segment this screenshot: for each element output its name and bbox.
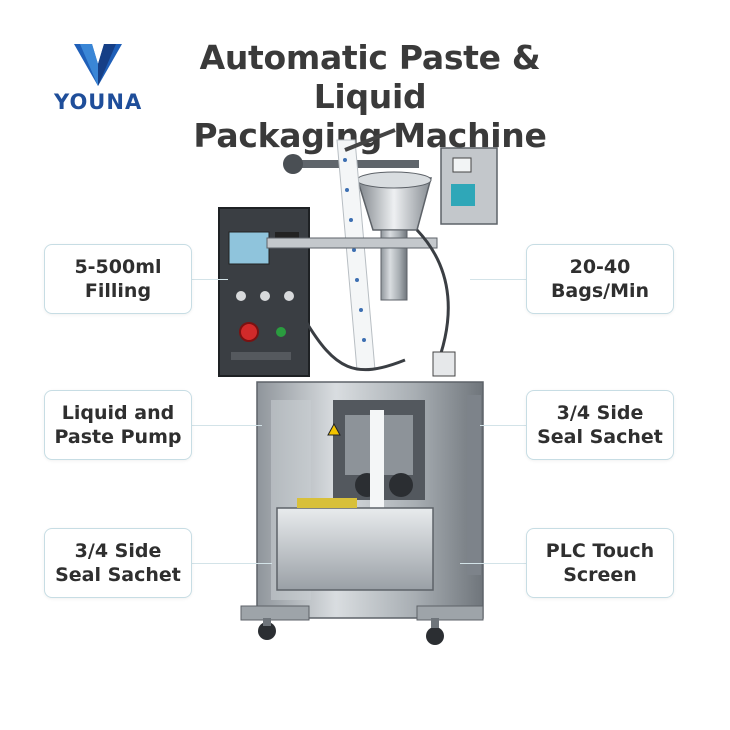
feature-callout-filling: 5-500ml Filling — [44, 244, 192, 314]
feature-callout-pump: Liquid and Paste Pump — [44, 390, 192, 460]
callout-line-2: Seal Sachet — [55, 564, 181, 586]
callout-line-2: Bags/Min — [550, 280, 650, 302]
brand-logo: YOUNA — [50, 42, 150, 122]
leader-line — [460, 563, 526, 564]
callout-line-1: 20-40 — [569, 256, 631, 278]
callout-line-2: Filling — [84, 280, 152, 302]
leader-line — [190, 425, 262, 426]
callout-line-2: Seal Sachet — [537, 426, 663, 448]
youna-logo-icon — [74, 44, 122, 86]
leader-line — [190, 279, 228, 280]
callout-line-1: 3/4 Side — [74, 540, 162, 562]
callout-line-2: Screen — [563, 564, 637, 586]
feature-callout-sachet-left: 3/4 Side Seal Sachet — [44, 528, 192, 598]
feature-callout-sachet-right: 3/4 Side Seal Sachet — [526, 390, 674, 460]
callout-line-1: 5-500ml — [74, 256, 162, 278]
callout-line-1: PLC Touch — [545, 540, 655, 562]
brand-name: YOUNA — [54, 90, 143, 114]
leader-line — [190, 563, 272, 564]
packaging-machine-image — [218, 128, 498, 645]
feature-callout-speed: 20-40 Bags/Min — [526, 244, 674, 314]
title-line-1: Automatic Paste & Liquid — [199, 38, 541, 116]
feature-callout-plc: PLC Touch Screen — [526, 528, 674, 598]
callout-line-2: Paste Pump — [54, 426, 182, 448]
leader-line — [480, 425, 526, 426]
callout-line-1: Liquid and — [61, 402, 175, 424]
leader-line — [470, 279, 526, 280]
callout-line-1: 3/4 Side — [556, 402, 644, 424]
